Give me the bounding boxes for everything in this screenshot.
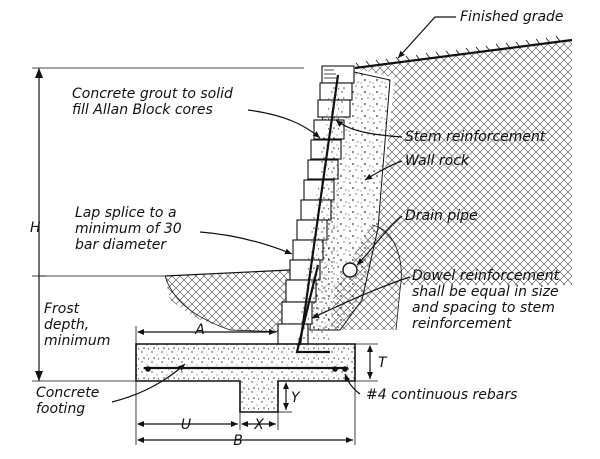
label-frost-line3: minimum xyxy=(44,333,110,349)
dim-label-T: T xyxy=(378,355,388,371)
label-dowel-line3: and spacing to stem xyxy=(412,300,555,316)
dim-label-X: X xyxy=(253,417,264,433)
dim-label-H: H xyxy=(30,220,41,236)
leader-finished-grade xyxy=(397,16,456,59)
leader-stem xyxy=(335,119,403,138)
dim-label-Y: Y xyxy=(291,390,301,406)
label-rebars: #4 continuous rebars xyxy=(366,387,517,403)
rebar xyxy=(342,366,348,372)
leader-drain-pipe xyxy=(356,215,403,266)
drain-pipe xyxy=(342,262,358,278)
label-dowel-line1: Dowel reinforcement xyxy=(412,268,560,284)
label-footing-line1: Concrete xyxy=(36,385,99,401)
leader-rebars xyxy=(344,373,361,395)
label-finished-grade: Finished grade xyxy=(460,9,564,25)
leader-wall-rock xyxy=(364,160,403,181)
label-grout-line1: Concrete grout to solid xyxy=(72,86,233,102)
label-lap-line2: minimum of 30 xyxy=(75,221,182,237)
label-lap-line1: Lap splice to a xyxy=(75,205,177,221)
leader-dowel xyxy=(311,276,411,319)
rebar xyxy=(332,366,338,372)
label-frost-line2: depth, xyxy=(44,317,89,333)
label-dowel-line2: shall be equal in size xyxy=(412,284,559,300)
label-grout-line2: fill Allan Block cores xyxy=(72,102,213,118)
leader-footing xyxy=(111,363,186,403)
dim-label-B: B xyxy=(233,433,243,449)
front-soil xyxy=(165,270,290,332)
leader-lap-splice xyxy=(199,231,293,255)
rebar xyxy=(145,366,151,372)
finished-grade-line xyxy=(354,38,573,70)
concrete-footing xyxy=(135,343,356,413)
label-drain-pipe: Drain pipe xyxy=(405,208,478,224)
dim-label-U: U xyxy=(181,417,191,433)
leader-grout xyxy=(247,109,321,139)
label-lap-line3: bar diameter xyxy=(75,237,167,253)
grade-hatch xyxy=(355,35,561,69)
retained-soil xyxy=(355,40,572,285)
dim-label-A: A xyxy=(194,322,205,338)
label-stem-reinforcement: Stem reinforcement xyxy=(405,129,546,145)
label-footing-line2: footing xyxy=(36,401,85,417)
stem-reinforcement-bar xyxy=(298,74,340,346)
label-frost-line1: Frost xyxy=(44,301,80,317)
label-wall-rock: Wall rock xyxy=(405,153,470,169)
label-dowel-line4: reinforcement xyxy=(412,316,512,332)
